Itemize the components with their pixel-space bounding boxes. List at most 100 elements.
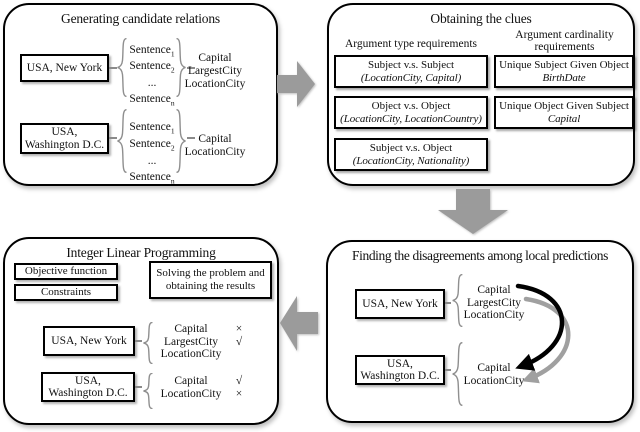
relation-verdict-list: Capital × LargestCity √ LocationCity bbox=[154, 323, 250, 361]
verdict-mark bbox=[228, 348, 250, 361]
relation-row: Capital √ bbox=[154, 375, 250, 388]
clue-box-subject-vs-object: Subject v.s. Object (LocationCity, Natio… bbox=[334, 138, 488, 171]
argument-type-header: Argument type requirements bbox=[344, 38, 477, 50]
verdict-mark: √ bbox=[235, 375, 243, 387]
relation-list: Capital LocationCity bbox=[184, 133, 246, 159]
solving-box: Solving the problem and obtaining the re… bbox=[149, 261, 272, 299]
sentence-list: Sentence1 Sentence2 ... Sentencen bbox=[129, 121, 175, 188]
brace-left-icon bbox=[116, 109, 128, 173]
entity-box: USA, New York bbox=[43, 326, 135, 356]
relation-list: Capital LargestCity LocationCity bbox=[462, 284, 526, 322]
entity-box: USA, New York bbox=[355, 289, 445, 319]
clue-example: Capital bbox=[547, 112, 581, 125]
clue-line: Subject v.s. Subject bbox=[367, 58, 455, 71]
connector-line bbox=[109, 67, 117, 69]
relation-item: LocationCity bbox=[184, 146, 246, 158]
relation-verdict-list: Capital √ LocationCity × bbox=[154, 375, 250, 400]
sentence-item: Sentence2 bbox=[129, 60, 175, 75]
clue-line: Unique Object Given Subject bbox=[499, 99, 629, 112]
entity-label: USA, New York bbox=[362, 297, 438, 310]
clue-box-subject-vs-subject: Subject v.s. Subject (LocationCity, Capi… bbox=[334, 55, 488, 88]
panel-title: Finding the disagreements among local pr… bbox=[352, 248, 608, 263]
sentence-item: Sentence1 bbox=[129, 44, 175, 59]
connector-line bbox=[187, 137, 195, 139]
clue-example: BirthDate bbox=[542, 71, 586, 84]
relation-item: LocationCity bbox=[463, 309, 525, 321]
box-label: Constraints bbox=[40, 286, 92, 298]
relation-list: Capital LocationCity bbox=[462, 362, 526, 387]
clue-box-unique-object: Unique Object Given Subject Capital bbox=[494, 96, 634, 129]
flow-arrow-left-icon bbox=[280, 296, 318, 351]
flow-arrow-down-icon bbox=[438, 189, 508, 234]
panel-obtaining-the-clues: Obtaining the clues Argument type requir… bbox=[327, 3, 635, 186]
relation-item: Capital bbox=[198, 52, 232, 64]
entity-label: USA, Washington D.C. bbox=[24, 126, 105, 151]
clue-example: (LocationCity, LocationCountry) bbox=[340, 112, 482, 125]
relation-row: Capital × bbox=[154, 323, 250, 336]
relation-item: LargestCity bbox=[187, 65, 243, 77]
relation-item: LargestCity bbox=[466, 296, 522, 309]
panel-integer-linear-programming: Integer Linear Programming Objective fun… bbox=[3, 237, 279, 425]
objective-function-box: Objective function bbox=[14, 263, 118, 280]
relation-item: Capital bbox=[477, 284, 511, 296]
connector-line bbox=[135, 386, 142, 388]
entity-box: USA, Washington D.C. bbox=[355, 355, 445, 385]
clue-line: Unique Subject Given Object bbox=[499, 58, 629, 71]
clue-box-object-vs-object: Object v.s. Object (LocationCity, Locati… bbox=[334, 96, 488, 129]
clue-box-unique-subject: Unique Subject Given Object BirthDate bbox=[494, 55, 634, 88]
panel-generating-candidate-relations: Generating candidate relations USA, New … bbox=[3, 3, 278, 186]
connector-line bbox=[109, 137, 117, 139]
verdict-mark: × bbox=[235, 387, 243, 400]
connector-line bbox=[445, 369, 451, 371]
relation-row: LocationCity bbox=[154, 348, 250, 361]
entity-label: USA, New York bbox=[26, 61, 103, 74]
verdict-mark: √ bbox=[235, 335, 243, 348]
sentence-ellipsis: ... bbox=[147, 76, 157, 89]
constraints-box: Constraints bbox=[14, 284, 118, 301]
entity-label: USA, New York bbox=[51, 334, 127, 347]
relation-item: Capital bbox=[477, 362, 511, 374]
panel-title: Integer Linear Programming bbox=[66, 245, 216, 260]
relation-item: LocationCity bbox=[184, 78, 246, 90]
argument-cardinality-header: Argument cardinality requirements bbox=[515, 29, 614, 53]
connector-line bbox=[445, 302, 451, 304]
brace-right-icon bbox=[175, 109, 187, 173]
sentence-ellipsis: ... bbox=[147, 154, 157, 167]
clue-example: (LocationCity, Capital) bbox=[360, 71, 462, 84]
clue-example: (LocationCity, Nationality) bbox=[352, 154, 470, 167]
connector-line bbox=[135, 340, 142, 342]
sentence-list: Sentence1 Sentence2 ... Sentencen bbox=[129, 44, 175, 109]
entity-box: USA, Washington D.C. bbox=[41, 372, 135, 402]
relation-item: LocationCity bbox=[463, 374, 525, 387]
disagreement-arrow-gray-icon bbox=[521, 296, 571, 384]
clue-line: Subject v.s. Object bbox=[369, 141, 453, 154]
entity-label: USA, Washington D.C. bbox=[360, 357, 440, 383]
sentence-item: Sentencen bbox=[129, 92, 175, 108]
verdict-mark: × bbox=[235, 323, 243, 335]
panel-title: Obtaining the clues bbox=[430, 11, 532, 26]
brace-right-icon bbox=[175, 38, 187, 97]
box-label: Objective function bbox=[24, 265, 108, 277]
disagreement-arrows bbox=[515, 283, 571, 384]
sentence-item: Sentence1 bbox=[129, 121, 175, 136]
connector-line bbox=[187, 67, 195, 69]
relation-item: Capital bbox=[198, 133, 232, 145]
clue-line: Object v.s. Object bbox=[371, 99, 451, 112]
box-label: Solving the problem and obtaining the re… bbox=[156, 267, 265, 292]
flow-arrow-right-icon bbox=[277, 61, 315, 107]
brace-left-icon bbox=[142, 373, 154, 409]
entity-box: USA, Washington D.C. bbox=[20, 123, 109, 154]
entity-label: USA, Washington D.C. bbox=[48, 374, 128, 400]
brace-left-icon bbox=[451, 342, 464, 406]
sentence-item: Sentencen bbox=[129, 171, 175, 186]
panel-finding-disagreements: Finding the disagreements among local pr… bbox=[326, 240, 634, 423]
sentence-item: Sentence2 bbox=[129, 137, 175, 153]
brace-left-icon bbox=[142, 322, 154, 364]
panel-title: Generating candidate relations bbox=[61, 11, 220, 26]
relation-row: LocationCity × bbox=[154, 388, 250, 401]
brace-left-icon bbox=[451, 274, 464, 327]
relation-list: Capital LargestCity LocationCity bbox=[184, 52, 246, 91]
brace-left-icon bbox=[116, 38, 128, 97]
relation-row: LargestCity √ bbox=[154, 336, 250, 349]
